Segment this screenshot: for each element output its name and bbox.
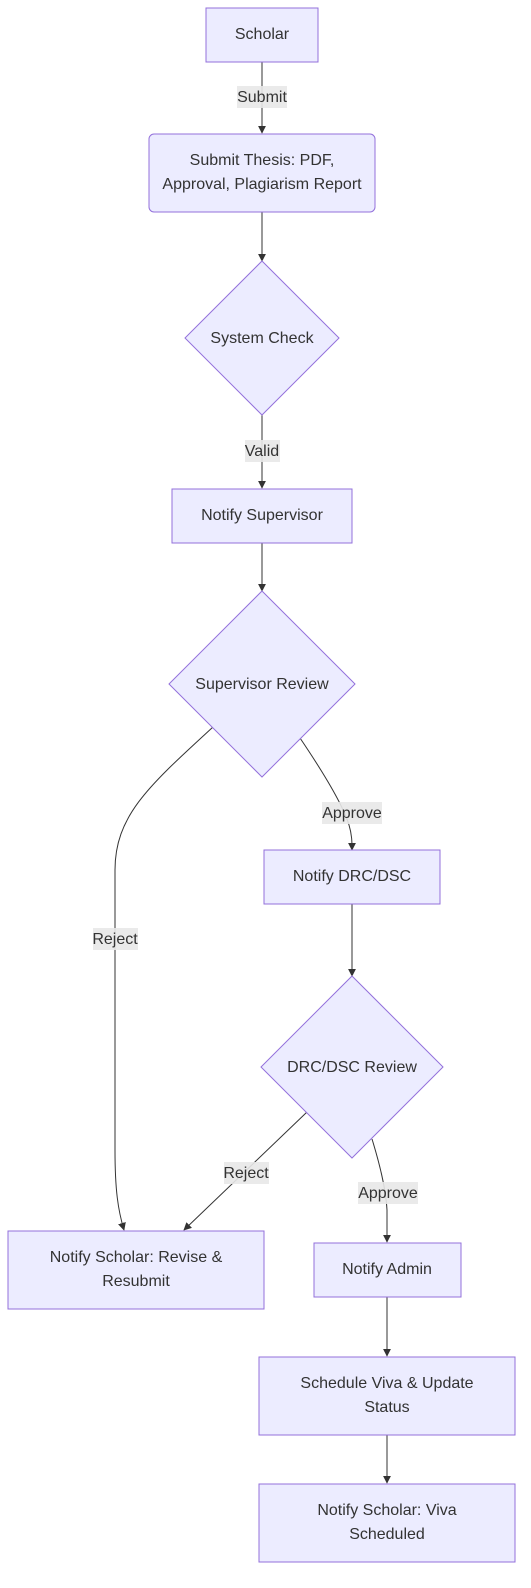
edge-supervisor-approve: [299, 737, 356, 851]
node-label: Notify DRC/DSC: [293, 868, 411, 885]
node-label: Scholar: [235, 26, 290, 43]
node-label: System Check: [210, 330, 314, 347]
node-drc-dsc-review: DRC/DSC Review: [260, 975, 444, 1159]
edge-labels: Submit Valid Reject Approve Reject Appro…: [92, 86, 418, 1204]
node-notify-admin: Notify Admin: [313, 1242, 462, 1298]
edge-label-text: Reject: [223, 1165, 269, 1182]
edge-label-bg: [93, 928, 138, 950]
node-box: [313, 1242, 462, 1298]
edge-label-bg: [358, 1182, 418, 1204]
edge-supervisor-reject: [114, 726, 214, 1231]
node-label: DRC/DSC Review: [287, 1059, 417, 1076]
node-label-line-2: Scheduled: [349, 1526, 425, 1543]
edge-label-supervisor-reject: Reject: [92, 928, 138, 950]
node-scholar: Scholar: [205, 7, 319, 63]
edge-label-text: Approve: [322, 805, 382, 822]
node-label: Notify Supervisor: [201, 507, 323, 524]
edge-label-text: Approve: [358, 1185, 418, 1202]
nodes: Scholar Submit Thesis: PDF, Approval, Pl…: [7, 7, 516, 1563]
decision-diamond: [260, 975, 444, 1159]
node-box: [7, 1230, 265, 1310]
node-box: [205, 7, 319, 63]
node-label-line-2: Resubmit: [102, 1273, 170, 1290]
node-box: [258, 1483, 516, 1563]
node-box: [148, 133, 376, 213]
edge-label-submit: Submit: [237, 86, 287, 108]
node-schedule-viva: Schedule Viva & Update Status: [258, 1356, 516, 1436]
node-label-line-1: Notify Scholar: Revise &: [50, 1249, 223, 1266]
edge-label-bg: [224, 1162, 269, 1184]
node-notify-scholar-revise: Notify Scholar: Revise & Resubmit: [7, 1230, 265, 1310]
node-notify-supervisor: Notify Supervisor: [171, 488, 353, 544]
node-label-line-2: Status: [364, 1399, 409, 1416]
edge-label-drc-approve: Approve: [358, 1182, 418, 1204]
edge-label-bg: [322, 802, 382, 824]
node-box: [258, 1356, 516, 1436]
node-label: Notify Admin: [342, 1261, 432, 1278]
edge-label-bg: [245, 440, 280, 462]
node-label-line-2: Approval, Plagiarism Report: [162, 176, 362, 193]
decision-diamond: [184, 260, 340, 416]
node-notify-scholar-viva: Notify Scholar: Viva Scheduled: [258, 1483, 516, 1563]
node-box: [263, 849, 441, 905]
edge-label-text: Reject: [92, 931, 138, 948]
node-system-check: System Check: [184, 260, 340, 416]
node-notify-drc-dsc: Notify DRC/DSC: [263, 849, 441, 905]
edge-label-valid: Valid: [245, 440, 280, 462]
node-label: Supervisor Review: [195, 676, 329, 693]
edge-label-text: Submit: [237, 89, 287, 106]
node-label-line-1: Notify Scholar: Viva: [317, 1502, 456, 1519]
node-supervisor-review: Supervisor Review: [168, 590, 356, 778]
edge-drc-approve: [371, 1138, 391, 1243]
decision-diamond: [168, 590, 356, 778]
edge-label-text: Valid: [245, 443, 279, 460]
node-label-line-1: Submit Thesis: PDF,: [190, 152, 335, 169]
node-submit-thesis: Submit Thesis: PDF, Approval, Plagiarism…: [148, 133, 376, 213]
edge-label-drc-reject: Reject: [223, 1162, 269, 1184]
node-box: [171, 488, 353, 544]
edge-label-bg: [237, 86, 287, 108]
node-label-line-1: Schedule Viva & Update: [300, 1375, 473, 1392]
edge-label-supervisor-approve: Approve: [322, 802, 382, 824]
